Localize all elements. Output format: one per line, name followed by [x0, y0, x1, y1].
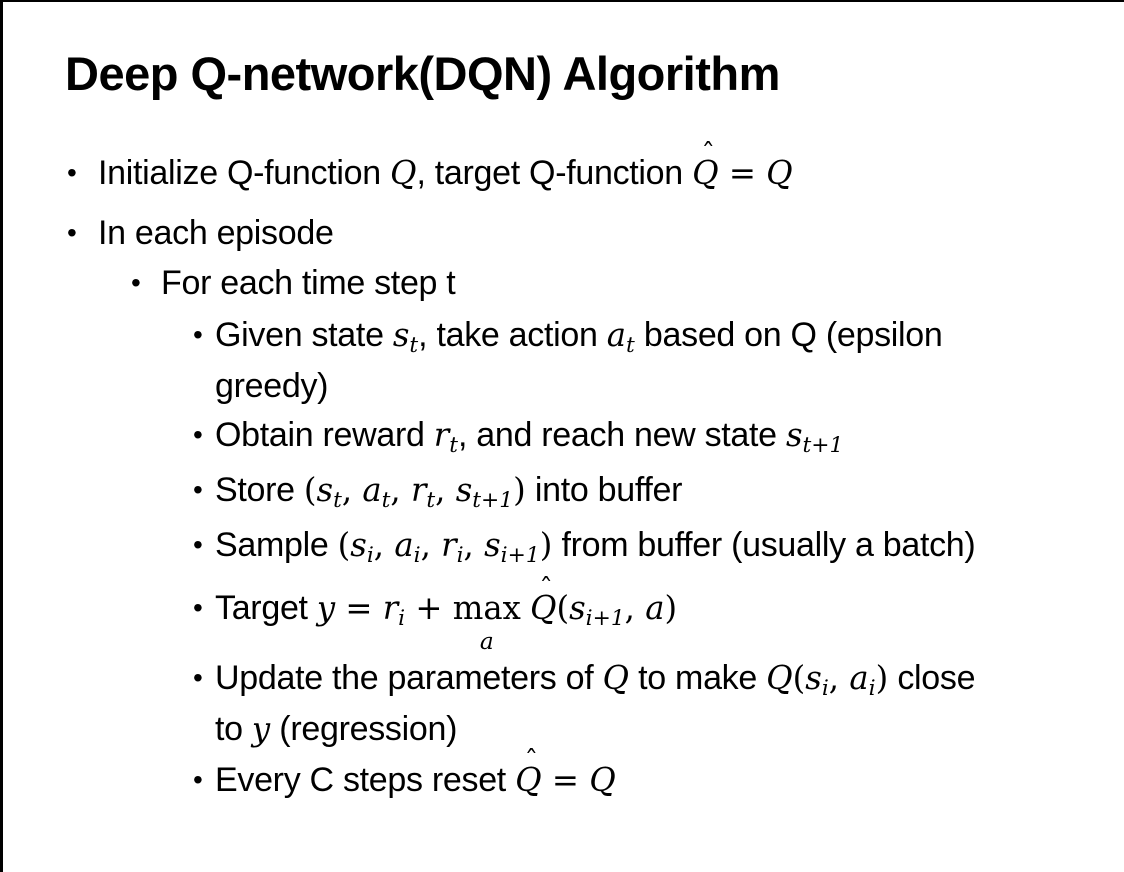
- bullet-item-4: • Given state st, take action at based on…: [3, 312, 1124, 409]
- bullet-icon: •: [193, 419, 203, 451]
- bullet-icon: •: [131, 267, 141, 299]
- bullet-icon: •: [67, 217, 77, 249]
- bullet-icon: •: [193, 529, 203, 561]
- bullet-item-1: • Initialize Q-function Q, target Q-funct…: [3, 139, 1124, 196]
- bullet-item-7: • Sample (si, ai, ri, si+1) from buffer (…: [3, 522, 1124, 573]
- bullet-text: Sample (si, ai, ri, si+1) from buffer (u…: [215, 526, 976, 568]
- bullet-text: In each episode: [98, 214, 334, 253]
- bullet-text: Store (st, at, rt, st+1) into buffer: [215, 471, 683, 513]
- bullet-text: Given state st, take action at based on …: [215, 316, 943, 406]
- bullet-item-5: • Obtain reward rt, and reach new state s…: [3, 412, 1124, 463]
- bullet-item-6: • Store (st, at, rt, st+1) into buffer: [3, 467, 1124, 518]
- bullet-icon: •: [67, 157, 77, 189]
- bullet-icon: •: [193, 592, 203, 624]
- bullet-text: For each time step t: [161, 264, 456, 303]
- bullet-icon: •: [193, 764, 203, 796]
- bullet-text: Update the parameters of Q to make Q(si,…: [215, 659, 976, 749]
- bullet-icon: •: [193, 662, 203, 694]
- bullet-item-2: • In each episode: [3, 210, 1124, 256]
- bullet-item-9: • Update the parameters of Q to make Q(si…: [3, 655, 1124, 752]
- bullet-item-3: • For each time step t: [3, 260, 1124, 306]
- bullet-list: • Initialize Q-function Q, target Q-funct…: [3, 139, 1124, 803]
- bullet-text: Initialize Q-function Q, target Q-functi…: [98, 139, 793, 196]
- page-title: Deep Q-network(DQN) Algorithm: [65, 47, 780, 100]
- bullet-icon: •: [193, 474, 203, 506]
- bullet-icon: •: [193, 319, 203, 351]
- bullet-text: Obtain reward rt, and reach new state st…: [215, 416, 844, 458]
